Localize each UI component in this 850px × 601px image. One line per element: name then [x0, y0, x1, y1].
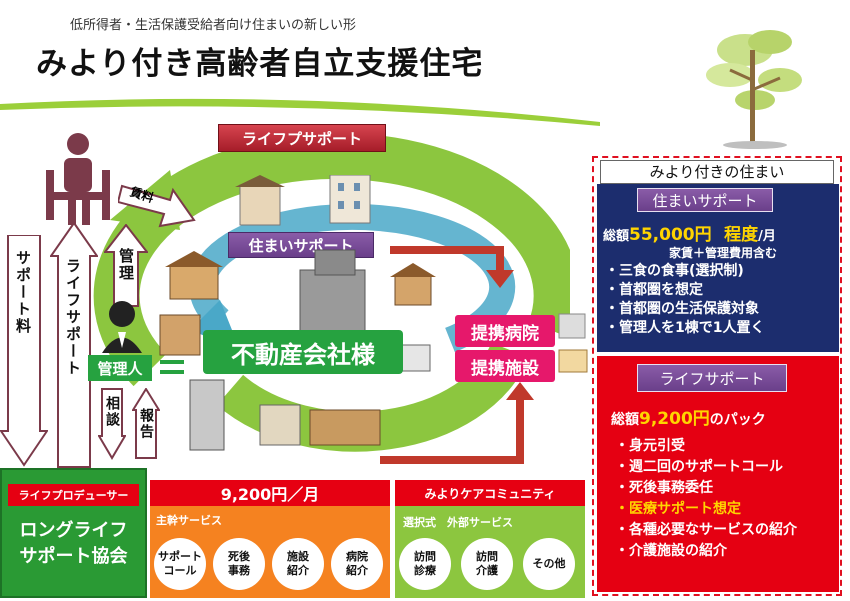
- report-label: 報告: [138, 408, 154, 440]
- community-label: みよりケアコミュニティ: [395, 480, 585, 506]
- manager-box: 管理人: [88, 355, 152, 381]
- service-facility-intro: 施設 紹介: [272, 538, 324, 590]
- realty-company-box: 不動産会社様: [203, 330, 403, 374]
- equals-bar-bottom: [160, 370, 184, 374]
- tree-icon: [706, 30, 802, 149]
- life-support-arrow-icon: [50, 222, 98, 468]
- hospital-icon: [558, 313, 588, 373]
- list-item: ・首都圏を想定: [605, 282, 703, 298]
- list-item: ・週二回のサポートコール: [615, 459, 783, 475]
- life-support-header: ライフサポート: [637, 364, 787, 392]
- service-home-care: 訪問 介護: [461, 538, 513, 590]
- list-item: ・介護施設の紹介: [615, 543, 727, 559]
- building-icon: [235, 175, 371, 226]
- org-name-line2: サポート協会: [19, 546, 128, 567]
- right-panel-title: みより付きの住まい: [600, 160, 834, 184]
- manager-person-icon: [102, 301, 142, 353]
- life-support-top-label: ライフプサポート: [218, 124, 386, 152]
- consult-arrow-icon: [98, 388, 126, 460]
- page-title: みより付き高齢者自立支援住宅: [36, 46, 484, 82]
- partner-facility-box: 提携施設: [455, 350, 555, 382]
- service-home-medical: 訪問 診療: [399, 538, 451, 590]
- manage-label: 管理: [117, 248, 135, 282]
- housing-support-header: 住まいサポート: [637, 188, 773, 212]
- support-fee-label: サポート料: [14, 250, 32, 335]
- list-item: ・身元引受: [615, 438, 685, 454]
- support-fee-arrow-icon: [0, 235, 48, 467]
- list-item: ・各種必要なサービスの紹介: [615, 522, 797, 538]
- life-support-vertical-label: ライフサポート: [64, 258, 82, 377]
- service-support-call: サポート コール: [154, 538, 206, 590]
- producer-box: ライフプロデューサー ロングライフ サポート協会: [0, 468, 147, 598]
- partner-hospital-box: 提携病院: [455, 315, 555, 347]
- housing-total: 総額55,000円 程度/月: [603, 225, 776, 245]
- list-item: ・医療サポート想定: [615, 501, 741, 517]
- life-total: 総額9,200円のパック: [611, 409, 766, 429]
- list-item: ・管理人を1棟で1人置く: [605, 320, 765, 336]
- housing-note: 家賃＋管理費用含む: [669, 246, 778, 260]
- life-support-section: ライフサポート 総額9,200円のパック ・身元引受 ・週二回のサポートコール …: [597, 356, 839, 592]
- price-label: 9,200円／月: [150, 480, 390, 506]
- housing-support-center-label: 住まいサポート: [228, 232, 374, 258]
- consult-label: 相談: [104, 396, 120, 428]
- rent-arrow-icon: [118, 184, 196, 228]
- housing-support-section: 住まいサポート 総額55,000円 程度/月 家賃＋管理費用含む ・三食の食事(…: [597, 184, 839, 352]
- main-services-box: 9,200円／月 主幹サービス サポート コール 死後 事務 施設 紹介 病院 …: [150, 480, 390, 598]
- list-item: ・三食の食事(選択制): [605, 263, 744, 279]
- producer-label: ライフプロデューサー: [8, 484, 139, 506]
- equals-bar-top: [160, 360, 184, 364]
- building-cluster-icon: [159, 249, 436, 451]
- page-subtitle: 低所得者・生活保護受給者向け住まいの新しい形: [70, 18, 357, 33]
- right-panel-frame: [592, 156, 842, 596]
- external-services-label: 選択式 外部サービス: [403, 516, 513, 529]
- report-arrow-icon: [132, 388, 160, 459]
- org-name-line1: ロングライフ: [19, 520, 128, 541]
- main-services-label: 主幹サービス: [156, 514, 222, 527]
- wheelchair-person-icon: [46, 133, 110, 225]
- list-item: ・死後事務委任: [615, 480, 713, 496]
- service-posthumous: 死後 事務: [213, 538, 265, 590]
- service-other: その他: [523, 538, 575, 590]
- title-swoosh: [0, 98, 600, 126]
- external-services-box: みよりケアコミュニティ 選択式 外部サービス 訪問 診療 訪問 介護 その他: [395, 480, 585, 598]
- list-item: ・首都圏の生活保護対象: [605, 301, 759, 317]
- connector-arrows: [380, 246, 534, 464]
- service-hospital-intro: 病院 紹介: [331, 538, 383, 590]
